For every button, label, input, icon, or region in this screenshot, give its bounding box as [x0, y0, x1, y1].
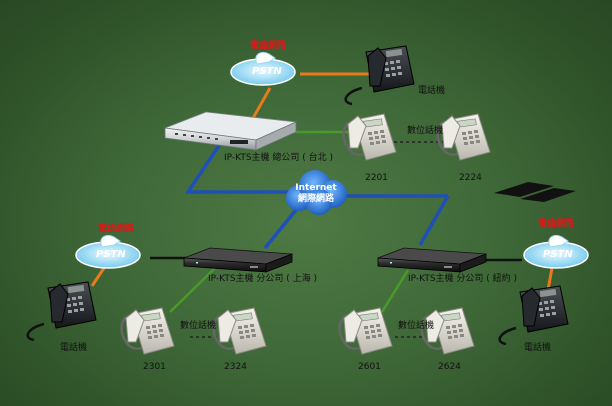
kts-host-hq [164, 111, 298, 151]
digital-phone-label-left: 數位話機 [180, 321, 217, 331]
extension-2624: 2624 [438, 362, 461, 372]
internet-label: Internet 網際網路 [295, 183, 337, 205]
pstn-left-name: PSTN [96, 249, 126, 260]
pstn-top-name: PSTN [252, 66, 282, 77]
analog-phone-top [344, 45, 415, 106]
pstn-right-name: PSTN [543, 249, 573, 260]
digital-phone-2301 [120, 307, 175, 355]
internet-cloud [286, 170, 347, 215]
digital-phone-label-right: 數位話機 [398, 321, 435, 331]
pstn-cloud-top [230, 51, 296, 86]
extension-2324: 2324 [224, 362, 247, 372]
analog-phone-right [498, 285, 569, 346]
kts-hq-label: IP-KTS主機 總公司 ( 台北 ) [224, 153, 334, 163]
digital-phone-2224 [436, 113, 491, 161]
analog-phone-right-label: 電話機 [524, 343, 552, 353]
pstn-top-network-label: 電信網路 [250, 41, 287, 51]
internet-label-en: Internet [295, 183, 337, 193]
wan-link-hq-internet [184, 134, 290, 194]
wan-link-internet-shanghai [263, 203, 302, 250]
pstn-left-network-label: 電信網路 [98, 224, 135, 234]
pstn-link-top-hq [250, 87, 272, 121]
kts-host-newyork [377, 247, 487, 273]
kts-shanghai-label: IP-KTS主機 分公司 ( 上海 ) [208, 274, 318, 284]
wan-link-newyork-drop [418, 195, 450, 246]
analog-phone-left [26, 281, 97, 342]
kts-host-shanghai [183, 247, 293, 273]
digital-phone-2324 [212, 307, 267, 355]
analog-phone-left-label: 電話機 [60, 343, 88, 353]
pstn-cloud-left [75, 234, 141, 269]
kts-newyork-label: IP-KTS主機 分公司 ( 紐約 ) [408, 274, 518, 284]
digital-phone-2601 [338, 307, 393, 355]
wan-links [184, 134, 450, 250]
digital-phone-2624 [420, 307, 475, 355]
digital-phone-label-top: 數位話機 [407, 126, 444, 136]
digital-phone-2201 [342, 113, 397, 161]
pstn-right-network-label: 電信網路 [538, 219, 575, 229]
extension-2201: 2201 [365, 173, 388, 183]
lan-shanghai-2301 [169, 267, 216, 313]
pstn-cloud-right [523, 234, 589, 269]
lan-newyork-2601 [380, 269, 410, 313]
analog-phone-top-label: 電話機 [418, 86, 446, 96]
extension-2601: 2601 [358, 362, 381, 372]
extension-2301: 2301 [143, 362, 166, 372]
internet-label-zh: 網際網路 [297, 194, 334, 204]
decorative-panels [494, 182, 576, 202]
pstn-link-right-phone [546, 267, 554, 291]
extension-2224: 2224 [459, 173, 482, 183]
